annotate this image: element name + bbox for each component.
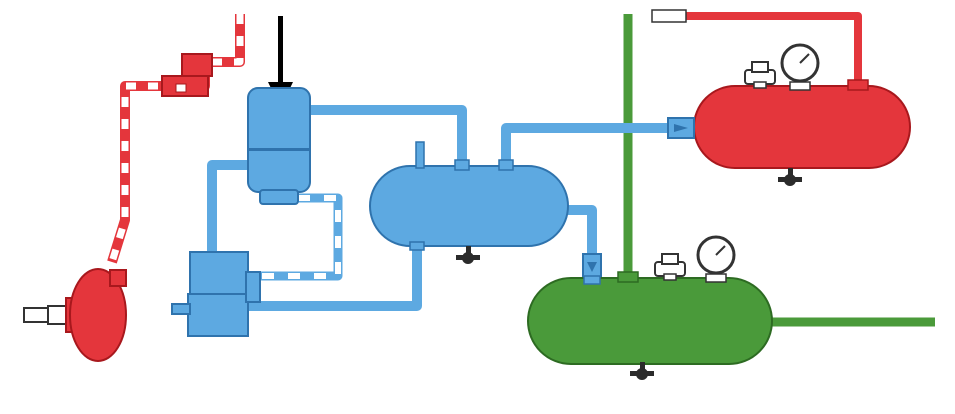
- compressor: [171, 251, 261, 337]
- secondary-tank: [527, 271, 773, 365]
- wet-tank: [369, 141, 569, 251]
- blue-striped-governor-line-dash: [250, 195, 341, 279]
- air-dryer: [247, 87, 311, 205]
- red-supply-pipe: [685, 12, 862, 84]
- check-valve-secondary: [582, 253, 602, 279]
- gauge-icon: [780, 43, 820, 91]
- blue-lines: [207, 105, 675, 311]
- drain-valve-icon: [778, 168, 802, 186]
- blue-dryer-to-wettank-pipe: [308, 105, 467, 168]
- blue-striped-governor-line: [250, 193, 343, 281]
- red-striped-control-line: [107, 14, 245, 264]
- drain-valve-icon: [630, 362, 654, 380]
- green-supply-lines: [623, 14, 935, 327]
- red-striped-control-line-dash: [108, 14, 244, 264]
- safety-valve-icon: [744, 61, 776, 89]
- relay-valve: [651, 9, 687, 23]
- gauge-icon: [696, 235, 736, 283]
- drain-valve-icon: [456, 246, 480, 264]
- control-valve: [161, 53, 213, 97]
- brake-chamber-icon: [23, 268, 127, 362]
- safety-valve-icon: [654, 253, 686, 281]
- check-valve-primary: [667, 117, 695, 139]
- blue-wettank-to-primary-pipe: [501, 123, 675, 168]
- blue-compressor-return-pipe: [248, 240, 422, 311]
- blue-wettank-to-secondary-pipe: [565, 205, 597, 262]
- primary-tank: [693, 79, 911, 169]
- blue-compressor-to-dryer-pipe: [207, 160, 252, 255]
